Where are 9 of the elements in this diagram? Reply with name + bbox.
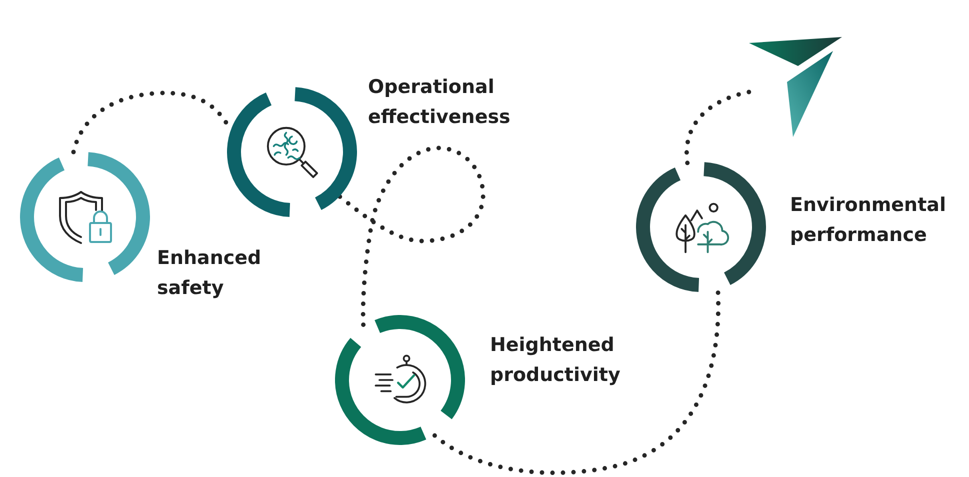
- dotted-connector: [684, 90, 752, 166]
- step-label: Heightened productivity: [490, 333, 620, 388]
- step-label: Environmental performance: [790, 193, 946, 248]
- dotted-connector: [338, 146, 486, 328]
- step-label: Operational effectiveness: [368, 75, 510, 130]
- step-label: Enhanced safety: [157, 246, 262, 301]
- dotted-connector: [432, 288, 720, 476]
- paper-plane-icon: [749, 37, 842, 137]
- dotted-connector: [71, 90, 230, 154]
